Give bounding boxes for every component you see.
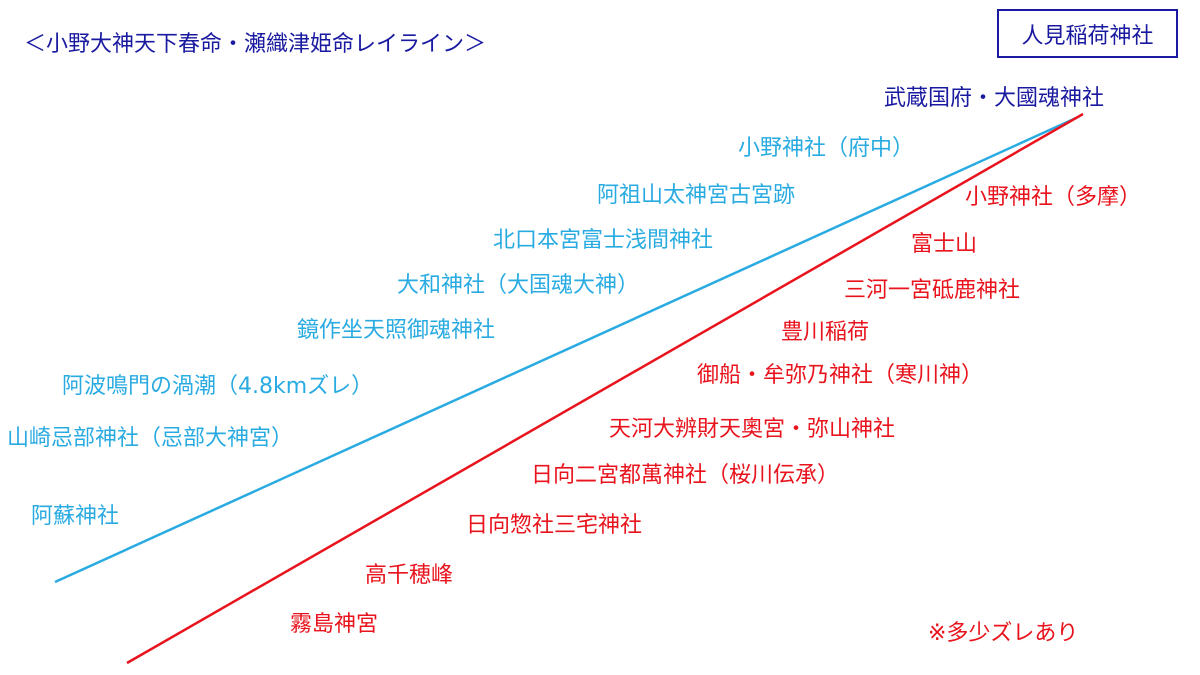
- deviation-note: ※多少ズレあり: [928, 621, 1079, 646]
- hitomi-inari-box: 人見稲荷神社: [997, 9, 1178, 58]
- red-label: 御船・牟弥乃神社（寒川神）: [697, 363, 984, 388]
- red-label: 日向二宮都萬神社（桜川伝承）: [531, 463, 840, 488]
- diagram-title: ＜小野大神天下春命・瀬織津姫命レイライン＞: [24, 32, 487, 57]
- red-label: 天河大辨財天奧宮・弥山神社: [609, 417, 896, 442]
- okunitama-shrine-label: 武蔵国府・大國魂神社: [884, 86, 1105, 111]
- red-label: 霧島神宮: [290, 612, 379, 637]
- red-label: 高千穂峰: [365, 563, 454, 588]
- blue-label: 北口本宮富士浅間神社: [493, 228, 714, 253]
- blue-label: 阿波鳴門の渦潮（4.8kmズレ）: [62, 374, 374, 399]
- red-ley-line: [126, 112, 1084, 665]
- red-label: 三河一宮砥鹿神社: [844, 278, 1021, 303]
- blue-label: 阿蘇神社: [31, 504, 120, 529]
- red-label: 富士山: [911, 232, 978, 257]
- red-label: 小野神社（多摩）: [965, 185, 1142, 210]
- blue-label: 小野神社（府中）: [738, 136, 915, 161]
- red-label: 日向惣社三宅神社: [466, 513, 643, 538]
- blue-label: 阿祖山太神宮古宮跡: [597, 183, 796, 208]
- blue-label: 大和神社（大国魂大神）: [397, 273, 640, 298]
- blue-label: 山崎忌部神社（忌部大神宮）: [7, 426, 294, 451]
- hitomi-inari-label: 人見稲荷神社: [1021, 23, 1154, 49]
- blue-label: 鏡作坐天照御魂神社: [297, 318, 496, 343]
- red-label: 豊川稲荷: [781, 320, 870, 345]
- blue-ley-line: [54, 116, 1077, 584]
